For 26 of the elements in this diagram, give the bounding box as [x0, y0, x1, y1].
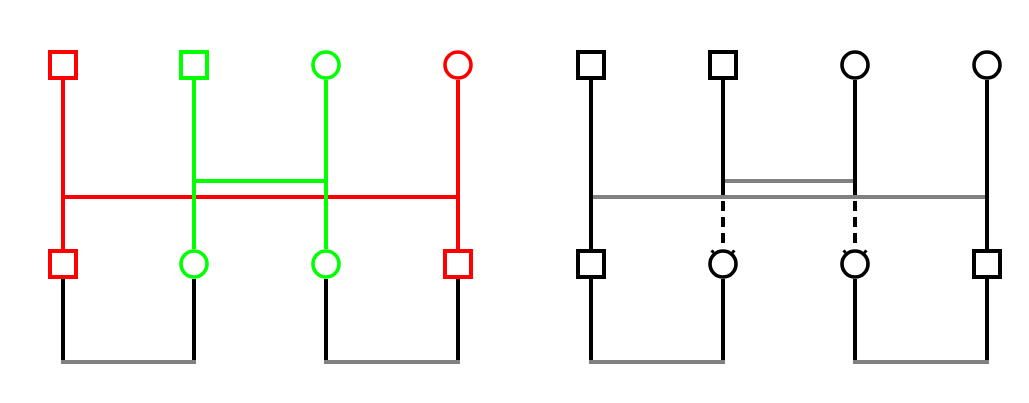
vertical-line	[324, 80, 328, 249]
circle-symbol	[443, 50, 473, 80]
square-symbol	[443, 249, 473, 279]
vertical-line	[985, 80, 989, 249]
vertical-line	[456, 80, 460, 249]
square-symbol	[179, 50, 209, 80]
u-shaped-line	[324, 279, 460, 364]
square-symbol	[576, 50, 606, 80]
circle-symbol	[972, 50, 1002, 80]
square-symbol	[48, 249, 78, 279]
circle-symbol	[311, 50, 341, 80]
vertical-line	[61, 80, 65, 249]
circle-symbol	[840, 50, 870, 80]
vertical-line	[192, 80, 196, 249]
circle-symbol	[311, 249, 341, 279]
square-symbol	[48, 50, 78, 80]
circle-symbol-with-ticks	[708, 249, 738, 279]
u-shaped-line	[61, 279, 196, 364]
square-symbol	[972, 249, 1002, 279]
u-shaped-line	[589, 279, 725, 364]
square-symbol	[708, 50, 738, 80]
square-symbol	[576, 249, 606, 279]
u-shaped-line	[853, 279, 989, 364]
circle-symbol-with-ticks	[840, 249, 870, 279]
circle-symbol	[179, 249, 209, 279]
vertical-line	[589, 80, 593, 249]
